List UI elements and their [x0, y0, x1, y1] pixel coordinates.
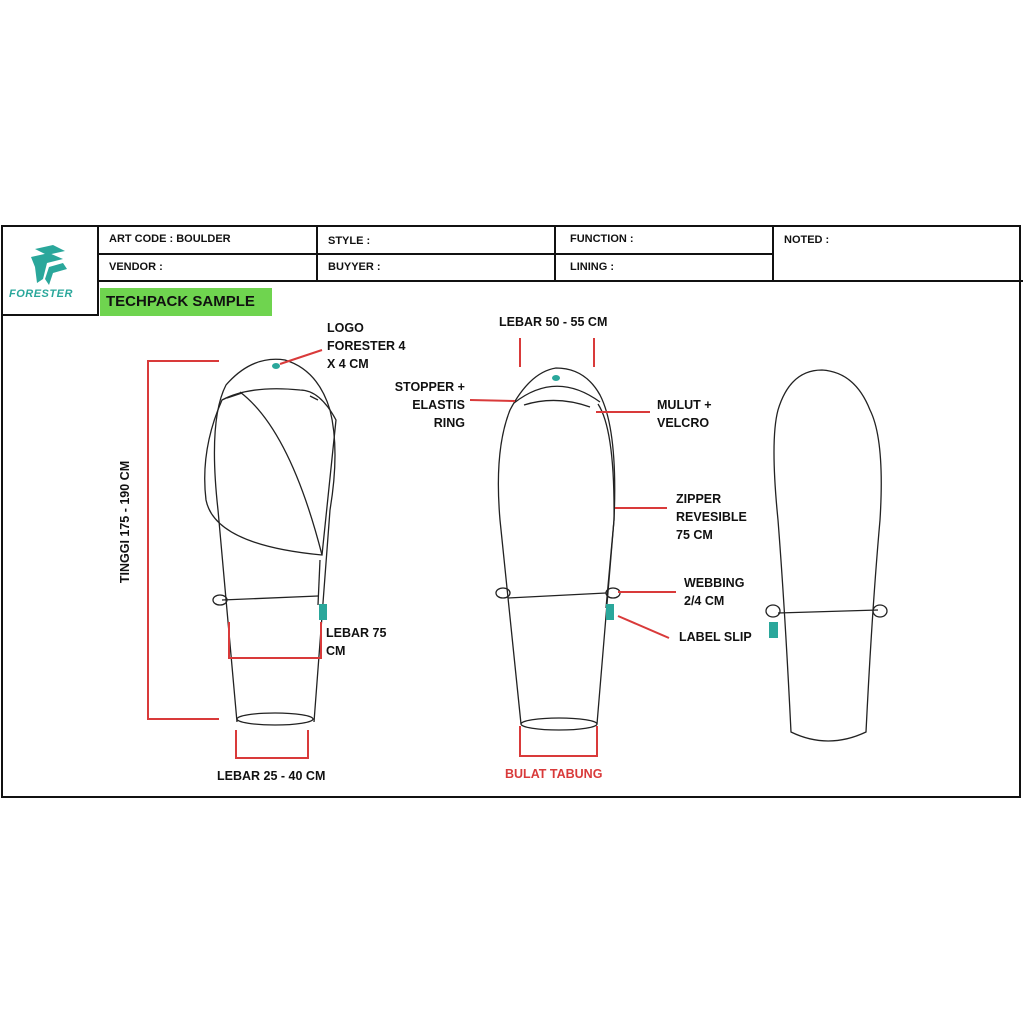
mouth-line: VELCRO: [657, 416, 710, 430]
zipper-label: ZIPPER REVESIBLE 75 CM: [676, 490, 747, 544]
function-cell: FUNCTION :: [556, 227, 774, 255]
width-mid-line: LEBAR 75: [326, 626, 387, 640]
logo-cell: FORESTER: [3, 227, 99, 316]
label-slip-tag-icon: [606, 604, 614, 620]
zipper-line: 75 CM: [676, 528, 713, 542]
webbing-line: 2/4 CM: [684, 594, 725, 608]
back-view: [765, 369, 888, 742]
width-bottom-label: LEBAR 25 - 40 CM: [217, 769, 326, 783]
forester-logo-icon: [31, 245, 67, 285]
logo-note-line: LOGO: [327, 321, 364, 335]
front-view-closed: [495, 367, 621, 731]
stopper-line: STOPPER +: [394, 380, 465, 394]
label-slip-label: LABEL SLIP: [679, 630, 752, 644]
label-slip-tag-icon: [319, 604, 327, 620]
buyyer-cell: BUYYER :: [318, 255, 556, 282]
logo-note: LOGO FORESTER 4 X 4 CM: [327, 319, 406, 373]
dimension-lines: [147, 338, 676, 759]
front-view-open: [204, 358, 337, 726]
lining-cell: LINING :: [556, 255, 774, 282]
vendor-cell: VENDOR :: [99, 255, 318, 282]
width-top-label: LEBAR 50 - 55 CM: [499, 315, 608, 329]
mouth-label: MULUT + VELCRO: [657, 396, 712, 432]
logo-mark-icon: [272, 363, 280, 369]
width-mid-line: CM: [326, 644, 346, 658]
webbing-label: WEBBING 2/4 CM: [684, 574, 744, 610]
zipper-line: ZIPPER: [676, 492, 722, 506]
zipper-line: REVESIBLE: [676, 510, 747, 524]
tube-label: BULAT TABUNG: [505, 767, 603, 781]
art-code-cell: ART CODE : BOULDER: [99, 227, 318, 255]
logo-note-line: FORESTER 4: [327, 339, 406, 353]
style-cell: STYLE :: [318, 227, 556, 255]
logo-mark-icon: [552, 375, 560, 381]
techpack-title: TECHPACK SAMPLE: [100, 288, 272, 316]
noted-cell: NOTED :: [774, 227, 1023, 282]
logo-note-line: X 4 CM: [327, 357, 369, 371]
webbing-line: WEBBING: [684, 576, 745, 590]
stopper-line: RING: [433, 416, 465, 430]
stopper-label: STOPPER + ELASTIS RING: [393, 378, 465, 432]
height-label: TINGGI 175 - 190 CM: [118, 460, 133, 584]
brand-name: FORESTER: [9, 288, 73, 300]
stopper-line: ELASTIS: [412, 398, 465, 412]
label-slip-tag-icon: [769, 622, 778, 638]
width-mid-label: LEBAR 75 CM: [326, 624, 386, 660]
mouth-line: MULUT +: [657, 398, 712, 412]
techpack-sheet: FORESTER ART CODE : BOULDER STYLE : FUNC…: [1, 225, 1023, 798]
